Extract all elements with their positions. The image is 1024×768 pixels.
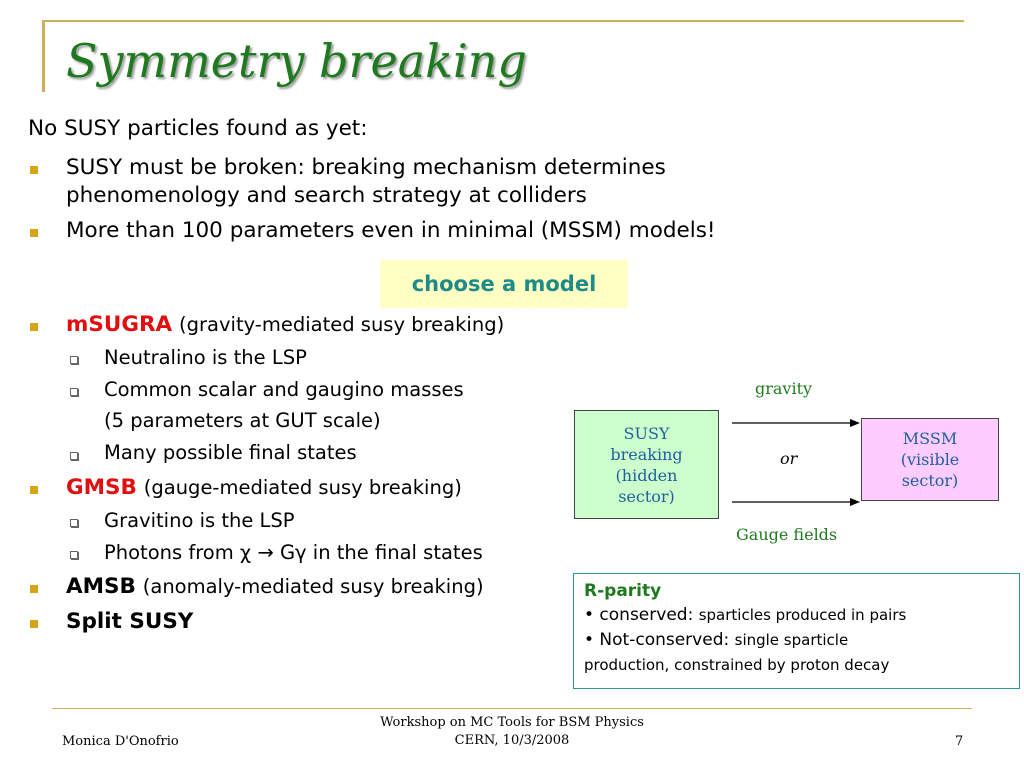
bullet-icon (30, 229, 38, 237)
slide-title: Symmetry breaking (66, 34, 527, 88)
bullet-icon (30, 620, 38, 628)
gmsb-name: GMSB (66, 475, 137, 500)
gmsb-photons-item: Photons from χ → Gγ in the final states (104, 539, 483, 567)
msugra-item-cont: (5 parameters at GUT scale) (104, 409, 381, 432)
bullet-icon (30, 486, 38, 494)
bullet-icon (30, 323, 38, 331)
chi-symbol: χ (239, 541, 252, 564)
notconserved-text: single sparticle (734, 631, 849, 649)
gmsb-desc: (gauge-mediated susy breaking) (143, 476, 462, 499)
gmsb-item: Gravitino is the LSP (104, 509, 295, 532)
sub-bullet-icon (70, 452, 78, 460)
footer-author: Monica D'Onofrio (62, 734, 179, 749)
susy-box-line: breaking (610, 444, 683, 464)
choose-model-label: choose a model (380, 260, 628, 308)
gauge-fields-label: Gauge fields (736, 525, 838, 544)
msugra-name: mSUGRA (66, 312, 173, 337)
gmsb-line: GMSB (gauge-mediated susy breaking) (66, 473, 462, 503)
intro-text: No SUSY particles found as yet: (28, 116, 368, 141)
notconserved-text-cont: production, constrained by proton decay (584, 656, 890, 674)
bullet-text-2: More than 100 parameters even in minimal… (66, 218, 716, 243)
mssm-box-line: MSSM (902, 429, 958, 448)
split-susy-name: Split SUSY (66, 609, 194, 634)
susy-box-line: (hidden (615, 465, 678, 485)
footer-event-line1: Workshop on MC Tools for BSM Physics (380, 715, 644, 730)
msugra-item: Many possible final states (104, 441, 357, 464)
footer-divider (52, 708, 972, 709)
conserved-text: sparticles produced in pairs (698, 606, 907, 624)
amsb-name: AMSB (66, 574, 136, 599)
mssm-box-line: sector) (901, 471, 959, 490)
conserved-label: • conserved: (584, 605, 694, 625)
r-parity-conserved: • conserved: sparticles produced in pair… (584, 603, 1009, 628)
footer-event-line2: CERN, 10/3/2008 (454, 733, 570, 748)
gravity-arrow-head (850, 419, 860, 427)
susy-breaking-box: SUSY breaking (hidden sector) (574, 410, 719, 519)
bullet-icon (30, 585, 38, 593)
photons-prefix: Photons from (104, 541, 240, 564)
or-label: or (780, 449, 798, 468)
diagram-arrows (732, 419, 860, 506)
susy-box-line: sector) (618, 486, 675, 506)
r-parity-notconserved: • Not-conserved: single sparticle (584, 628, 1009, 653)
gauge-arrow-head (850, 498, 860, 506)
footer-page-number: 7 (955, 734, 964, 749)
mssm-box: MSSM (visible sector) (861, 418, 999, 501)
msugra-item: Common scalar and gaugino masses (104, 378, 464, 401)
msugra-desc: (gravity-mediated susy breaking) (179, 313, 505, 336)
gravity-label: gravity (755, 379, 813, 398)
r-parity-title: R-parity (584, 581, 662, 601)
title-frame-top (42, 20, 964, 22)
amsb-desc: (anomaly-mediated susy breaking) (142, 575, 484, 598)
sub-bullet-icon (70, 551, 78, 559)
bullet-icon (30, 166, 38, 174)
sub-bullet-icon (70, 388, 78, 396)
notconserved-label: • Not-conserved: (584, 630, 730, 650)
arrow-icon: → (257, 541, 274, 564)
susy-box-line: SUSY (623, 423, 670, 443)
mssm-box-line: (visible (900, 450, 960, 469)
r-parity-box: R-parity • conserved: sparticles produce… (573, 573, 1020, 689)
sub-bullet-icon (70, 356, 78, 364)
amsb-line: AMSB (anomaly-mediated susy breaking) (66, 572, 484, 602)
bullet-text-1a: SUSY must be broken: breaking mechanism … (66, 155, 666, 180)
title-frame-left (42, 20, 45, 92)
photons-suffix: in the final states (306, 541, 483, 564)
g-gamma-symbol: Gγ (279, 541, 307, 564)
sub-bullet-icon (70, 519, 78, 527)
msugra-line: mSUGRA (gravity-mediated susy breaking) (66, 310, 504, 340)
msugra-item: Neutralino is the LSP (104, 346, 307, 369)
bullet-text-1b: phenomenology and search strategy at col… (66, 183, 587, 208)
